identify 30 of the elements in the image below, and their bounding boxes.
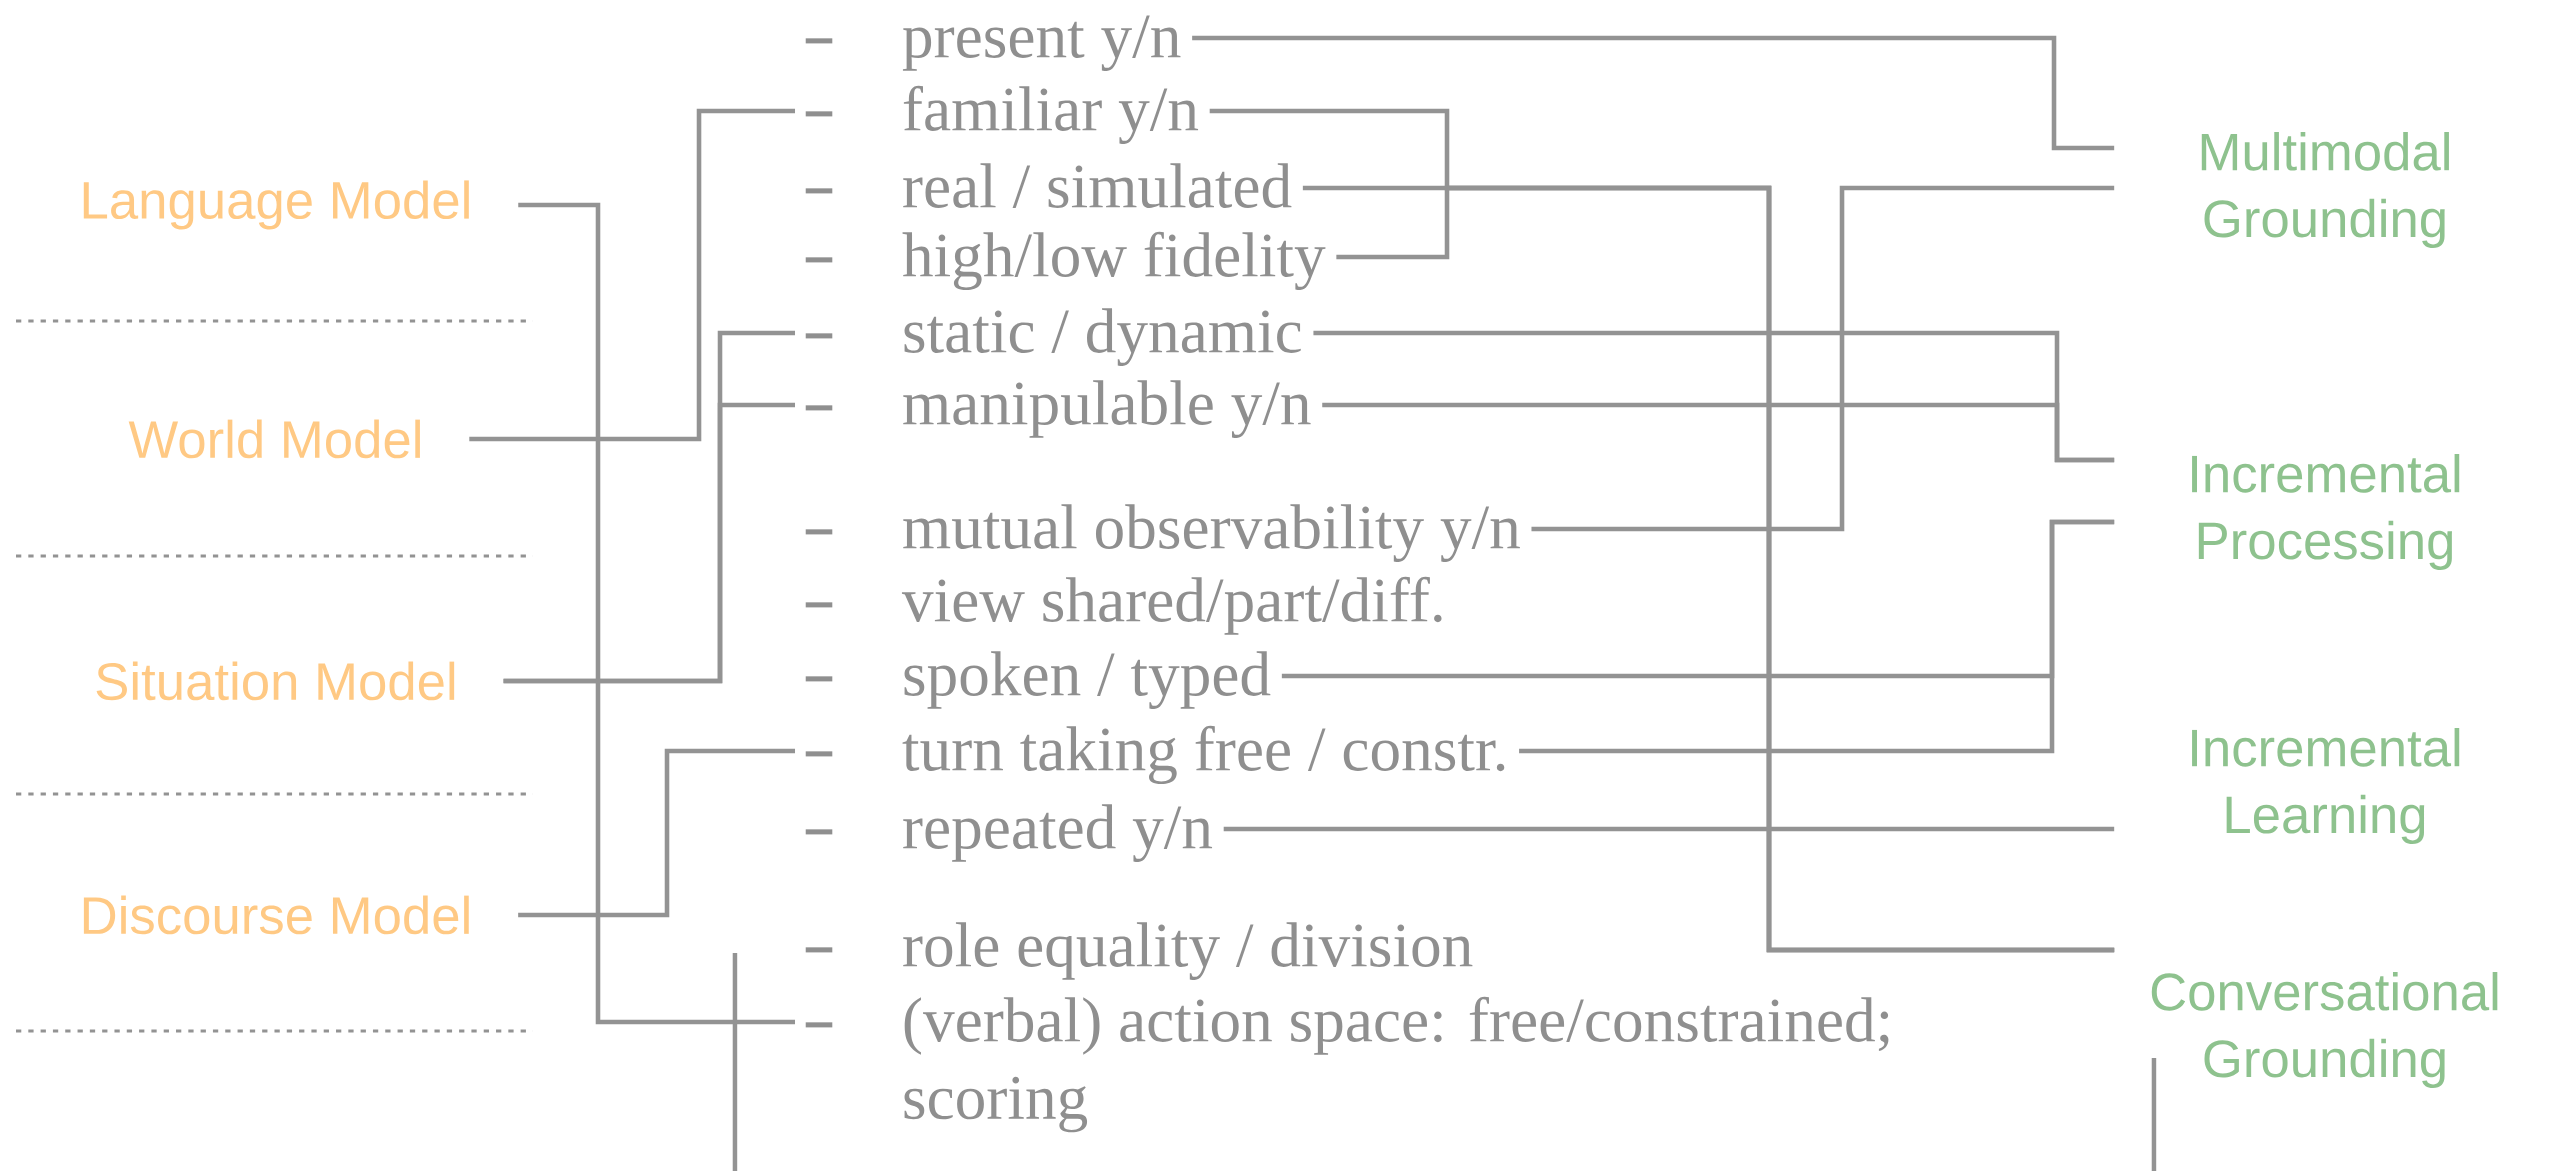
connector-line — [1322, 402, 2115, 463]
model-label: Language Model — [83, 180, 469, 230]
list-item: (verbal) action space: free/constrained; scoring — [805, 996, 1889, 1133]
connector-line — [518, 202, 795, 1025]
connector-line — [518, 748, 795, 918]
connector-line — [469, 108, 795, 442]
connector-line — [503, 402, 795, 684]
list-item: spoken / typed — [805, 651, 1271, 709]
model-label: Situation Model — [96, 661, 455, 701]
list-item: role equality / division — [805, 922, 1473, 980]
list-item: view shared/part/diff. — [805, 576, 1442, 635]
list-item: high/low fidelity — [805, 231, 1326, 290]
list-item: mutual observability y/n — [805, 504, 1520, 562]
connector-line — [1519, 519, 2115, 754]
list-item: static / dynamic — [805, 308, 1301, 366]
connector-line — [1223, 826, 2115, 832]
model-label: Discourse Model — [83, 895, 469, 935]
list-item: real / simulated — [805, 163, 1292, 208]
list-item: familiar y/n — [805, 85, 1199, 144]
connector-line — [1192, 35, 2115, 151]
capability-label: Incremental Processing — [2192, 454, 2460, 570]
list-item: present y/n — [805, 15, 1181, 71]
list-item: turn taking free / constr. — [805, 725, 1505, 784]
model-label: World Model — [128, 419, 420, 459]
capability-label: Incremental Learning — [2192, 728, 2460, 844]
capability-label: Conversational Grounding — [2151, 972, 2498, 1088]
list-item: repeated y/n — [805, 804, 1213, 862]
capability-label: Multimodal Grounding — [2201, 132, 2449, 248]
connector-line — [1531, 185, 2115, 532]
list-item: manipulable y/n — [805, 380, 1311, 438]
